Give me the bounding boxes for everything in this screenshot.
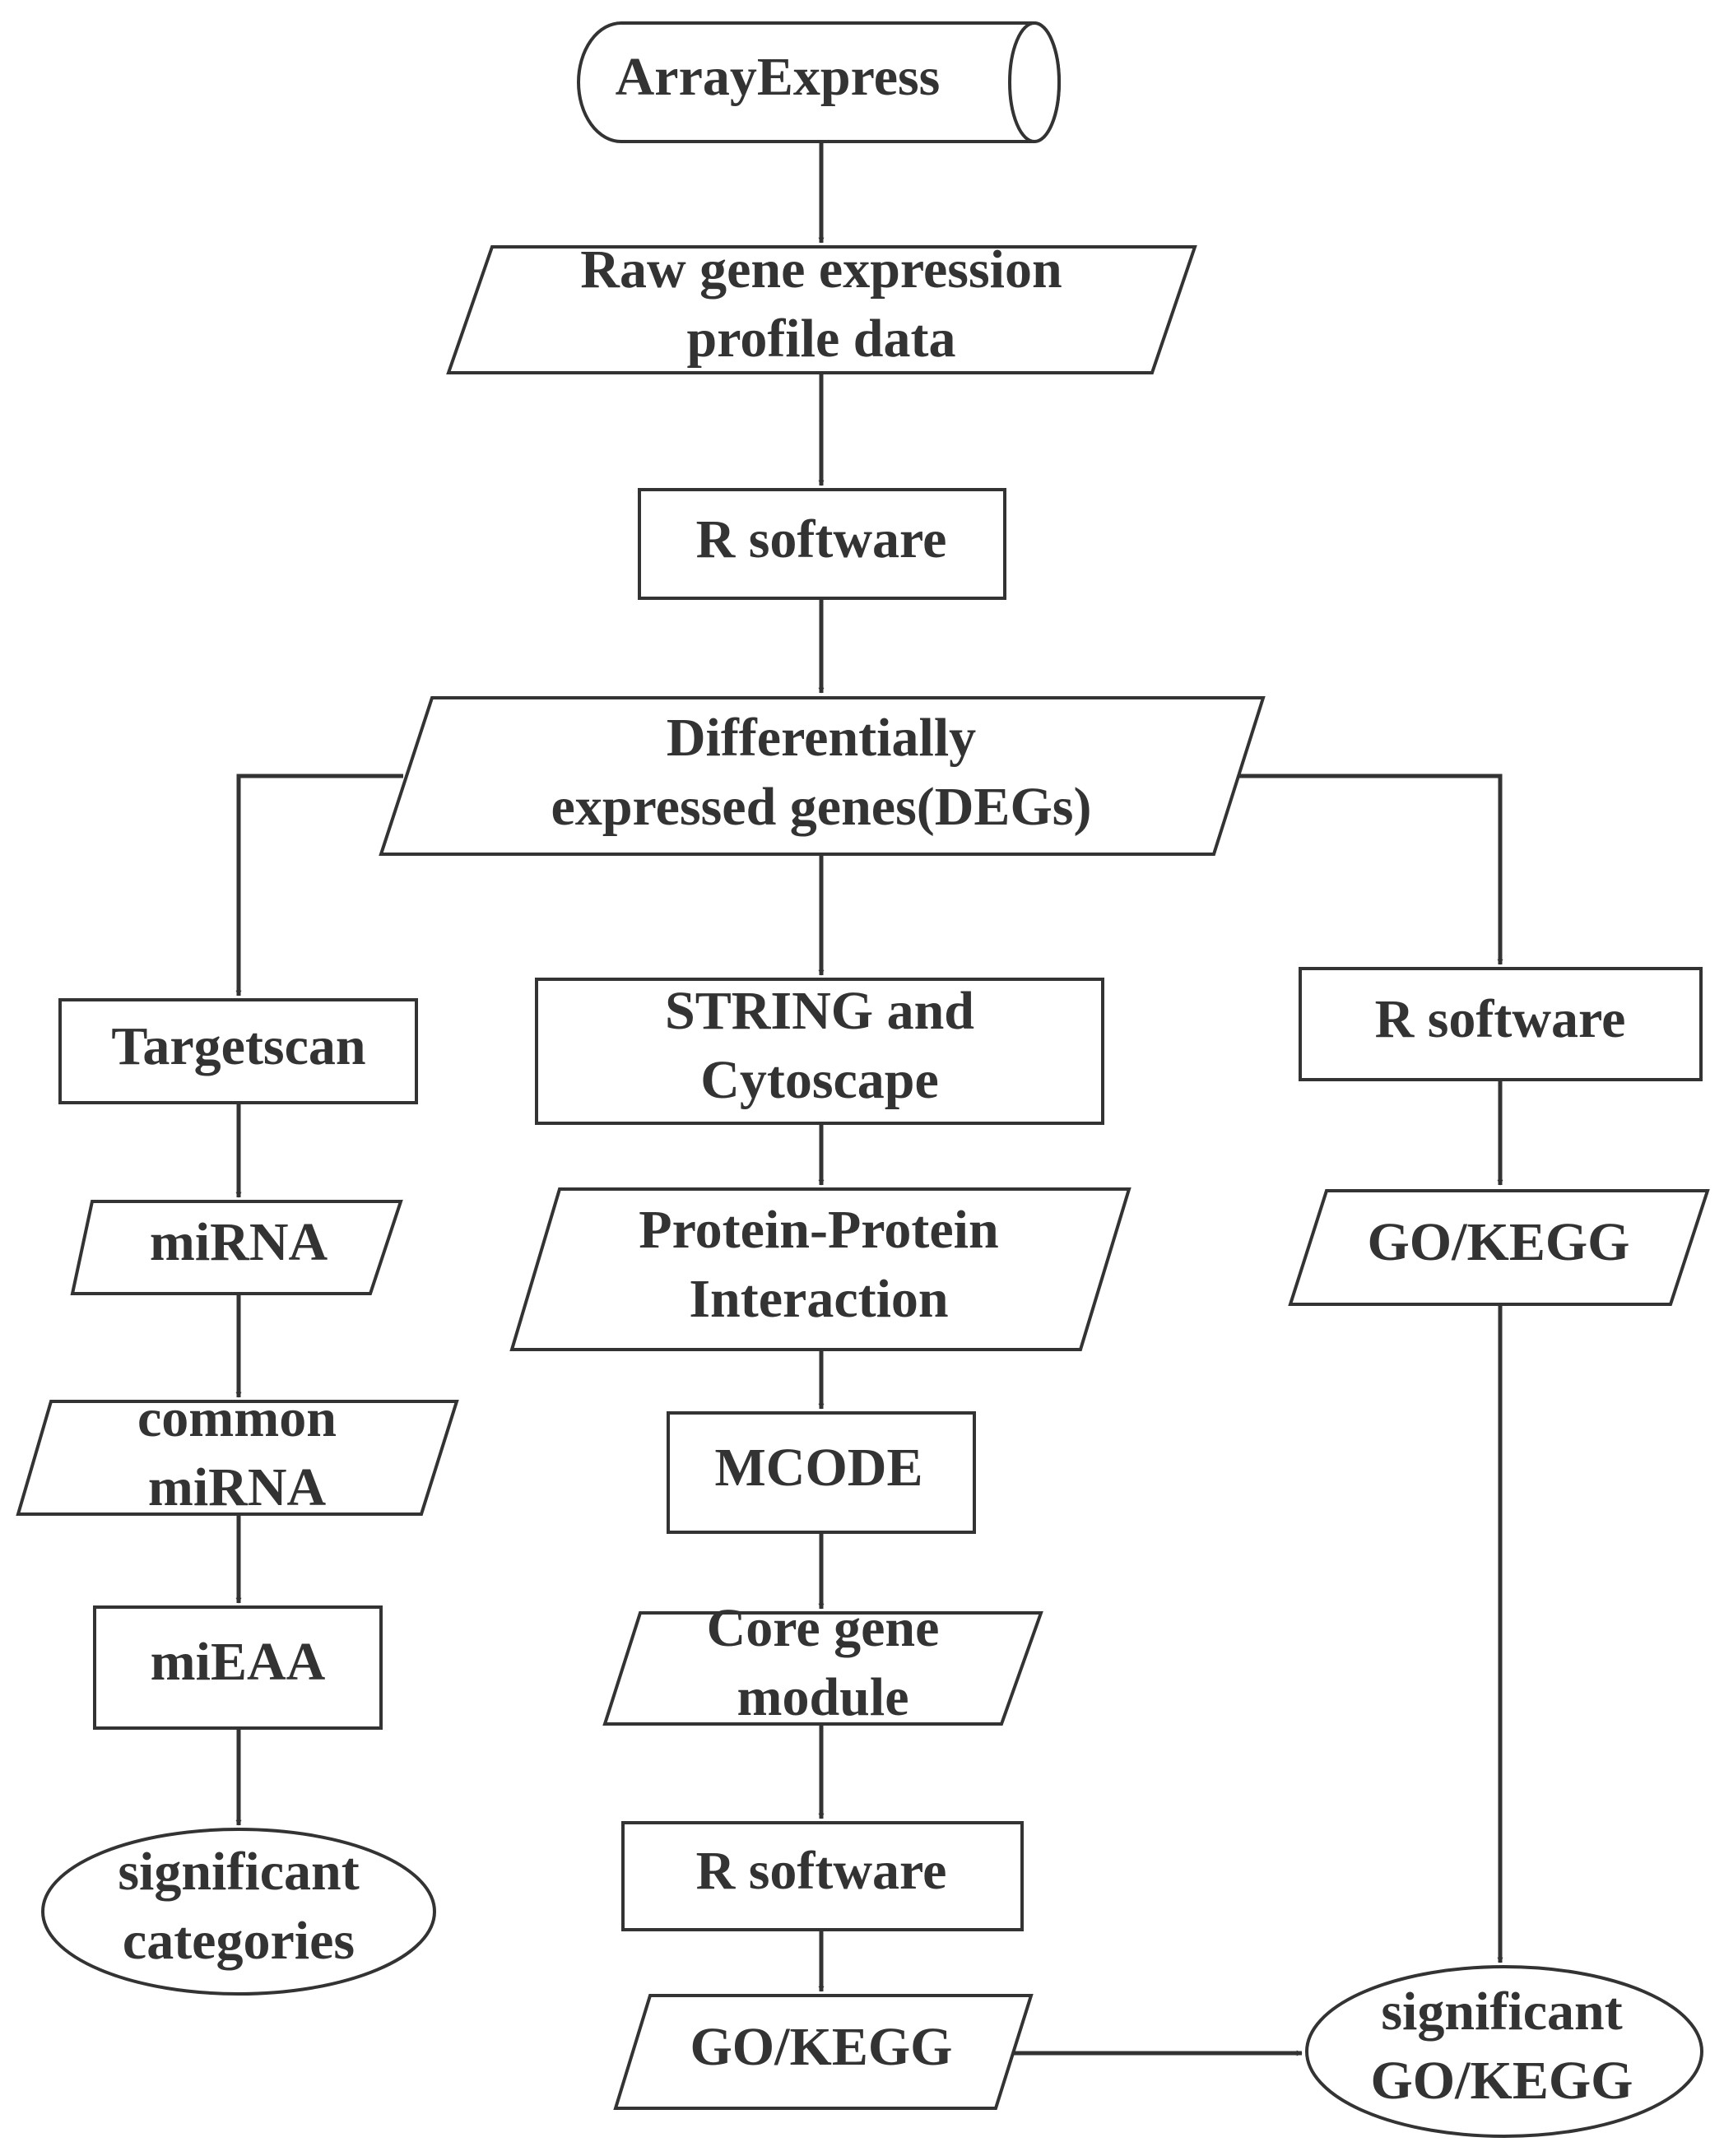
node-label-line: GO/KEGG: [690, 2017, 952, 2077]
node-label: Raw gene expression profile data: [580, 239, 1062, 369]
edge-degs-to-rsoftware-right: [1238, 774, 1503, 965]
node-label-line: R software: [696, 1841, 947, 1901]
node-label: common miRNA: [137, 1388, 337, 1517]
node-label: R software: [696, 509, 947, 569]
node-label: ArrayExpress: [616, 47, 941, 107]
node-label-line: profile data: [687, 309, 956, 369]
node-significant-categories: significant categories: [41, 1828, 436, 1996]
node-label-line: R software: [696, 509, 947, 569]
node-gokegg-right: GO/KEGG: [1288, 1189, 1710, 1306]
node-label-line: ArrayExpress: [616, 47, 941, 107]
node-label-line: Differentially: [667, 708, 976, 768]
node-targetscan: Targetscan: [58, 998, 418, 1104]
node-r-software-mid: R software: [621, 1821, 1024, 1931]
node-label: R software: [1375, 989, 1626, 1049]
node-label-line: STRING and: [665, 981, 974, 1041]
edge-degs-to-targetscan: [235, 774, 403, 997]
edges: [235, 142, 1503, 2056]
node-degs: Differentially expressed genes(DEGs): [379, 696, 1266, 856]
node-raw-expression-data: Raw gene expression profile data: [446, 239, 1197, 374]
node-label-line: Raw gene expression: [580, 239, 1062, 300]
node-label: Core gene module: [707, 1598, 940, 1727]
node-label-line: common: [137, 1388, 337, 1448]
node-common-mirna: common miRNA: [16, 1388, 459, 1517]
node-label-line: R software: [1375, 989, 1626, 1049]
node-label-line: Protein-Protein: [639, 1200, 998, 1260]
node-mieaa: miEAA: [93, 1605, 383, 1730]
node-label-line: GO/KEGG: [1370, 2051, 1633, 2111]
node-label-line: MCODE: [715, 1438, 923, 1498]
node-r-software-right: R software: [1299, 967, 1703, 1081]
node-label: miRNA: [150, 1212, 328, 1272]
node-label: GO/KEGG: [690, 2017, 952, 2077]
node-label-line: categories: [123, 1911, 355, 1971]
node-label-line: Core gene: [707, 1598, 940, 1658]
node-label-line: Targetscan: [111, 1016, 365, 1076]
node-label-line: miRNA: [148, 1457, 327, 1517]
node-label: R software: [696, 1841, 947, 1901]
node-gokegg-mid: GO/KEGG: [613, 1994, 1034, 2110]
node-label-line: significant: [118, 1842, 359, 1902]
node-label-line: Interaction: [689, 1269, 948, 1329]
node-label: miEAA: [151, 1632, 326, 1692]
node-label-line: GO/KEGG: [1367, 1212, 1629, 1272]
node-label-line: Cytoscape: [700, 1050, 939, 1110]
node-core-gene-module: Core gene module: [602, 1598, 1043, 1727]
node-mcode: MCODE: [667, 1411, 976, 1534]
node-label: Targetscan: [111, 1016, 365, 1076]
node-label-line: significant: [1381, 1982, 1622, 2042]
node-label-line: expressed genes(DEGs): [551, 777, 1092, 837]
node-r-software-top: R software: [638, 488, 1006, 600]
node-label-line: miRNA: [150, 1212, 328, 1272]
node-label-line: miEAA: [151, 1632, 326, 1692]
node-mirna: miRNA: [70, 1200, 403, 1295]
node-label-line: module: [737, 1667, 908, 1727]
node-label: significant categories: [118, 1842, 359, 1971]
node-label: GO/KEGG: [1367, 1212, 1629, 1272]
node-arrayexpress: ArrayExpress: [577, 21, 1061, 143]
node-label: MCODE: [715, 1438, 923, 1498]
node-label: Differentially expressed genes(DEGs): [551, 708, 1092, 837]
